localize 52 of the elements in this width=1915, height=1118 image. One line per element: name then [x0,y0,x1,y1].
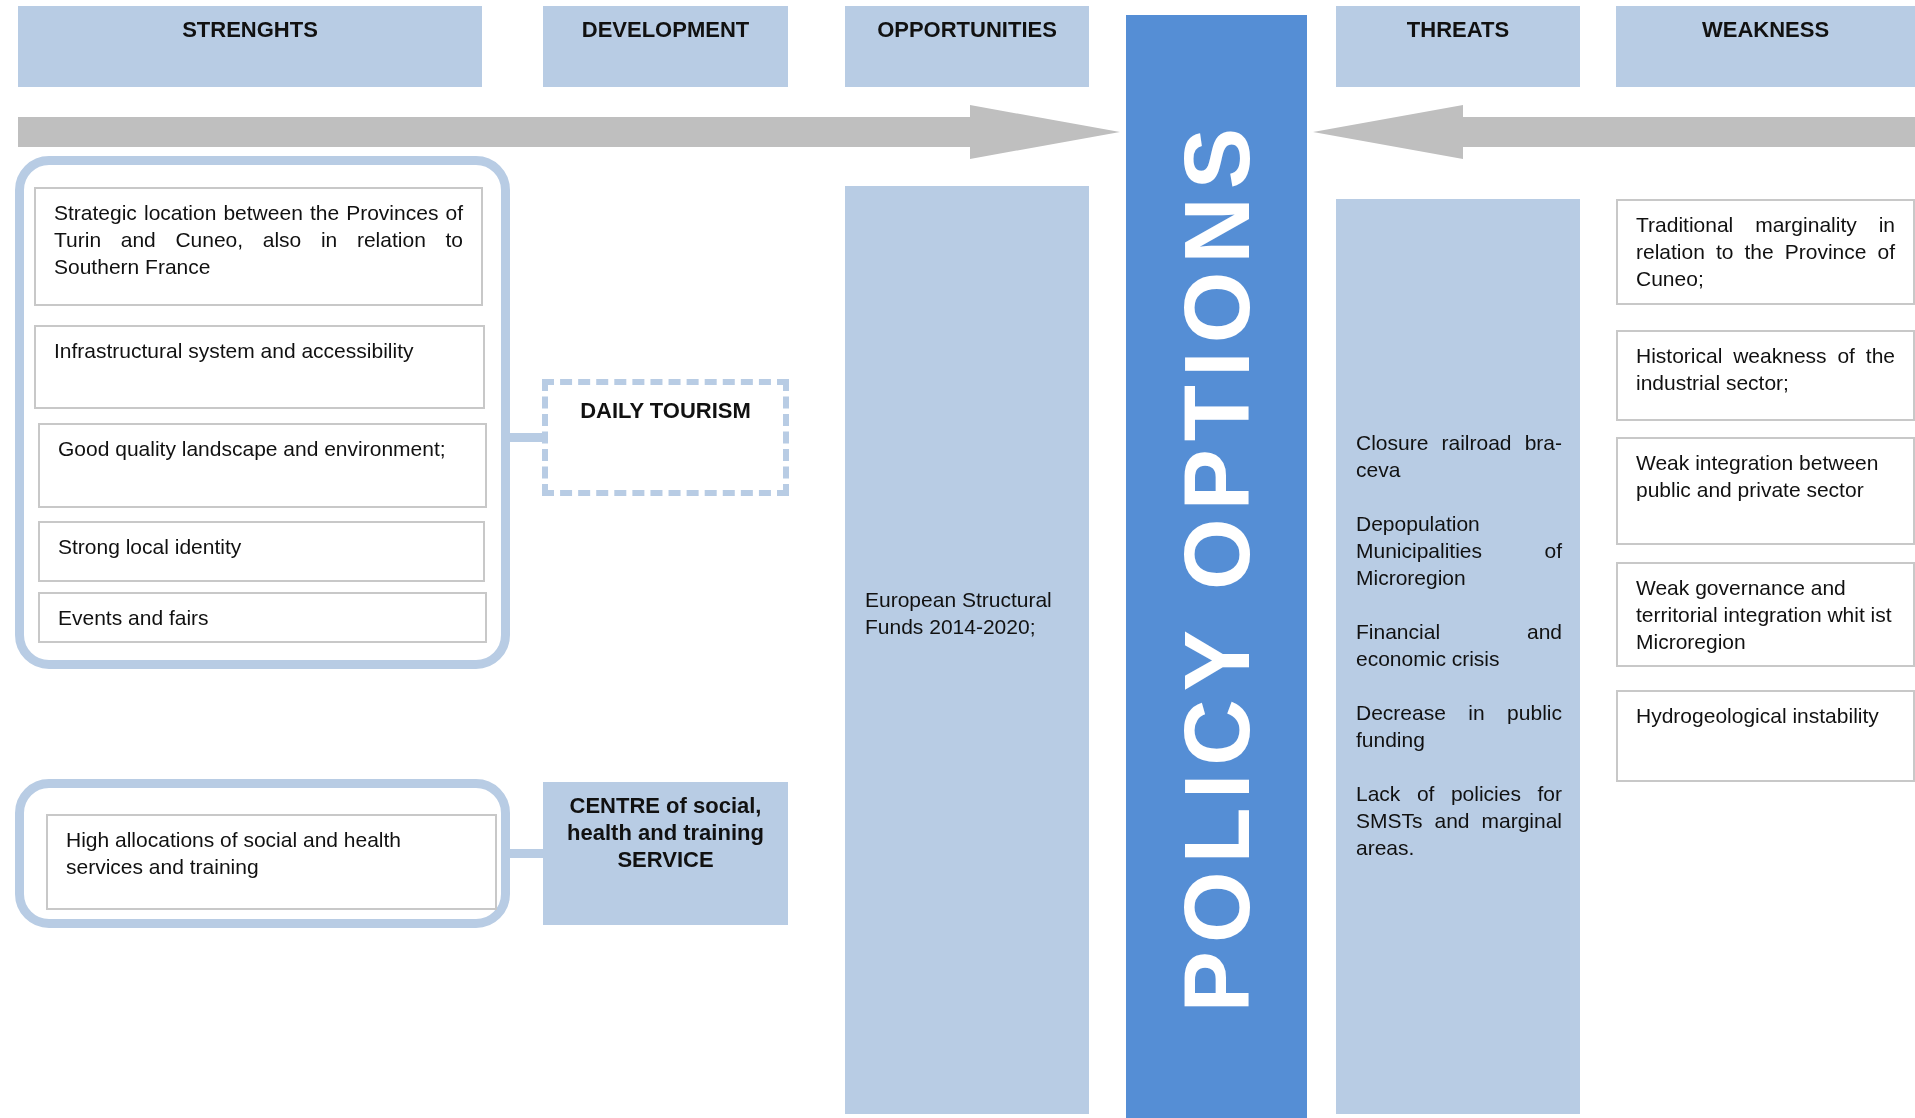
connector-line [510,433,542,442]
box-title: CENTRE of social, health and training SERVICE [566,792,765,873]
group-frame [15,779,510,928]
text-box [38,423,487,508]
header-box [543,6,788,87]
item-text: Weak governance and territorial integration whit ist Microregion [1636,575,1893,655]
box-title: DAILY TOURISM [579,397,752,424]
header-text: OPPORTUNITIES [876,16,1058,43]
text-box [1616,690,1915,782]
item-text: Infrastructural system and accessibility [54,338,415,364]
header-box [845,6,1089,87]
header-box [18,6,482,87]
text-box [1616,562,1915,667]
list-column [1336,199,1580,1114]
item-text: High allocations of social and health services and training [66,827,403,880]
header-text: THREATS [1405,16,1511,43]
text-box [34,325,485,409]
dashed-box [542,379,789,496]
policy-band [1126,15,1307,1118]
list-text: Depopulation Municipalities of Microregion [1356,511,1562,591]
text-box [38,592,487,643]
text-box [1616,437,1915,545]
item-text: Events and fairs [58,605,210,631]
text-box [34,187,483,306]
group-frame [15,156,510,669]
item-text: Good quality landscape and environment; [58,436,447,462]
item-text: Strategic location between the Provinces of Turin and Cuneo, also in relation to Southern France [54,200,463,280]
list-text: Decrease in public funding [1356,700,1562,753]
connector-line [510,849,543,858]
header-text: WEAKNESS [1700,16,1831,43]
header-text: DEVELOPMENT [580,16,751,43]
text-box [46,814,497,910]
list-text: Financial and economic crisis [1356,619,1562,672]
header-box [1336,6,1580,87]
arrow [1313,105,1915,159]
vertical-title: POLICY OPTIONS [1166,120,1267,1013]
list-column [845,186,1089,1114]
service-box [543,782,788,925]
arrow [18,105,1120,159]
header-text: STRENGHTS [181,16,319,43]
item-text: Hydrogeological instability [1636,703,1880,729]
header-box [1616,6,1915,87]
list-text: Lack of policies for SMSTs and marginal areas. [1356,781,1562,861]
list-text: Closure railroad bra-ceva [1356,430,1562,483]
text-box [1616,199,1915,305]
item-text: Weak integration between public and private sector [1636,450,1880,503]
item-text: Historical weakness of the industrial sector; [1636,343,1895,396]
text-box [1616,330,1915,421]
list-text: European Structural Funds 2014-2020; [865,587,1053,640]
item-text: Strong local identity [58,534,243,560]
item-text: Traditional marginality in relation to the Province of Cuneo; [1636,212,1895,292]
text-box [38,521,485,582]
